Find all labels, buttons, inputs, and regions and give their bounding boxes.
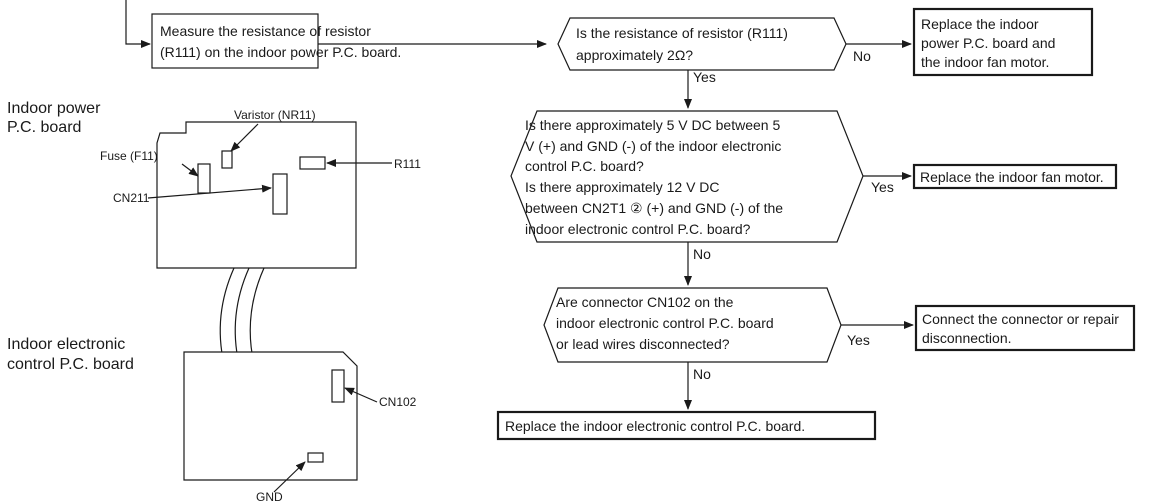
connect-repair-line-2: disconnection.	[922, 330, 1012, 346]
fuse-leader	[181, 163, 199, 177]
cn211-leader	[147, 184, 272, 199]
voltage-question-line-5: between CN2T1 ② (+) and GND (-) of the	[525, 200, 783, 216]
cn211-component	[272, 173, 288, 215]
gnd-terminal	[307, 452, 324, 463]
fuse-label: Fuse (F11)	[100, 149, 158, 163]
connect-repair-line-1: Connect the connector or repair	[922, 311, 1119, 327]
cn102-label: CN102	[379, 395, 417, 409]
connector-question-line-1: Are connector CN102 on the	[556, 294, 734, 310]
cn102-leader	[344, 387, 378, 403]
measure-resistance-step: Measure the resistance of resistor (R111…	[151, 13, 401, 69]
varistor-label: Varistor (NR11)	[234, 108, 316, 122]
replace-fan-motor-text: Replace the indoor fan motor.	[920, 169, 1104, 185]
connector-decision: Are connector CN102 on the indoor electr…	[543, 287, 842, 363]
power-board-title-line-1: Indoor power	[7, 100, 101, 117]
cable-wire-3	[249, 267, 265, 365]
r111-label: R111	[394, 157, 421, 171]
replace-fan-motor-step: Replace the indoor fan motor.	[912, 163, 1118, 190]
connector-yes-label: Yes	[847, 332, 870, 348]
resistance-no-label: No	[853, 48, 871, 64]
resistance-decision: Is the resistance of resistor (R111) app…	[557, 17, 847, 71]
measure-step-line-1: Measure the resistance of resistor	[160, 23, 371, 39]
voltage-question-line-6: indoor electronic control P.C. board?	[525, 221, 751, 237]
replace-board-and-motor-step: Replace the indoor power P.C. board and …	[912, 7, 1094, 77]
cn211-label: CN211	[113, 191, 150, 205]
connector-question-line-3: or lead wires disconnected?	[556, 336, 730, 352]
gnd-leader	[273, 461, 306, 493]
fuse-f11-component	[197, 163, 211, 194]
voltage-question-line-2: V (+) and GND (-) of the indoor electron…	[525, 138, 781, 154]
measure-step-line-2: (R111) on the indoor power P.C. board.	[160, 44, 401, 60]
r111-component	[299, 156, 326, 170]
voltage-question-line-4: Is there approximately 12 V DC	[525, 179, 720, 195]
indoor-electronic-control-board	[183, 351, 358, 481]
replace-board-motor-line-2: power P.C. board and	[921, 35, 1055, 51]
gnd-label: GND	[256, 490, 283, 502]
connect-repair-step: Connect the connector or repair disconne…	[914, 304, 1136, 352]
power-board-title-line-2: P.C. board	[7, 119, 81, 136]
voltage-yes-label: Yes	[871, 179, 894, 195]
replace-board-motor-line-1: Replace the indoor	[921, 16, 1039, 32]
control-board-title-line-1: Indoor electronic	[7, 336, 125, 353]
cable-wire-1	[219, 267, 235, 365]
replace-control-board-text: Replace the indoor electronic control P.…	[505, 418, 805, 434]
replace-control-board-step: Replace the indoor electronic control P.…	[496, 410, 877, 441]
resistance-question-line-1: Is the resistance of resistor (R111)	[576, 25, 788, 41]
varistor-nr11-component	[221, 150, 233, 169]
connector-no-label: No	[693, 366, 711, 382]
voltage-no-label: No	[693, 246, 711, 262]
voltage-decision: Is there approximately 5 V DC between 5 …	[510, 110, 864, 243]
connector-question-line-2: indoor electronic control P.C. board	[556, 315, 774, 331]
resistance-question-line-2: approximately 2Ω?	[576, 47, 693, 63]
varistor-leader	[230, 123, 259, 152]
cable-wire-2	[234, 267, 250, 365]
control-board-title-line-2: control P.C. board	[7, 356, 134, 373]
cn102-component	[331, 369, 345, 403]
incoming-connector	[125, 0, 151, 48]
replace-board-motor-line-3: the indoor fan motor.	[921, 54, 1049, 70]
voltage-question-line-3: control P.C. board?	[525, 158, 644, 174]
resistance-yes-label: Yes	[693, 69, 716, 85]
voltage-question-line-1: Is there approximately 5 V DC between 5	[525, 117, 780, 133]
